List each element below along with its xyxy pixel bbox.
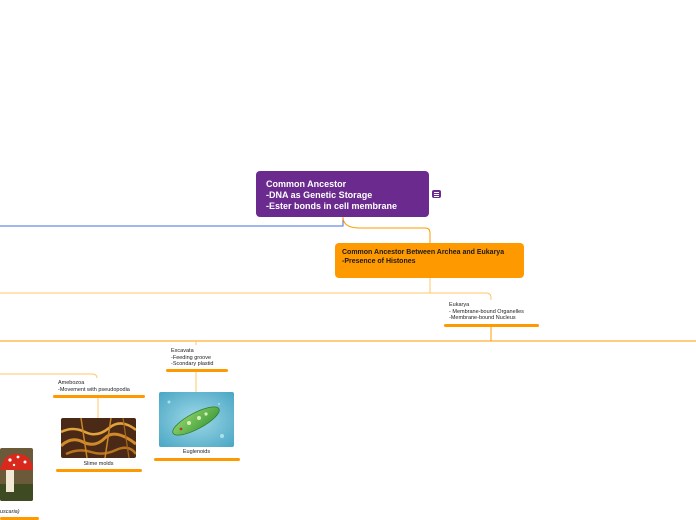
euglenoids-caption: Euglenoids [182,449,211,455]
node-amebozoa[interactable]: Amebozoa -Movement with pseudopodia [58,380,130,393]
euglenoid-image[interactable] [159,392,234,447]
excavata-underline [166,369,228,372]
node-excavata[interactable]: Excavata -Feeding groove -Scondary plast… [171,348,214,367]
archea-branch-connector [0,278,431,294]
euglenoids-underline [154,458,240,461]
collapse-toggle-icon[interactable] [432,190,441,198]
slime-molds-underline [56,469,142,472]
node-archea-eukarya-ancestor[interactable]: Common Ancestor Between Archea and Eukar… [335,243,524,278]
euglenoid-illustration [159,392,234,447]
mushroom-illustration [0,448,33,501]
mushroom-image[interactable] [0,448,33,501]
root-to-archea-connector [342,216,431,243]
amebozoa-underline [53,395,145,398]
slime-mold-illustration [61,418,136,458]
slime-molds-caption: Slime molds [83,461,114,467]
mushroom-caption: uscaria) [0,509,20,515]
root-node-common-ancestor[interactable]: Common Ancestor -DNA as Genetic Storage … [256,171,429,217]
archea-to-eukarya-connector [430,292,492,300]
root-left-connector [0,217,344,227]
eukarya-underline [444,324,539,327]
mushroom-underline [0,517,39,520]
amebozoa-connector [0,373,98,379]
slime-mold-image[interactable] [61,418,136,458]
node-eukarya[interactable]: Eukarya - Membrane-bound Organelles -Mem… [449,302,524,321]
eukarya-bus-connector [0,327,492,342]
